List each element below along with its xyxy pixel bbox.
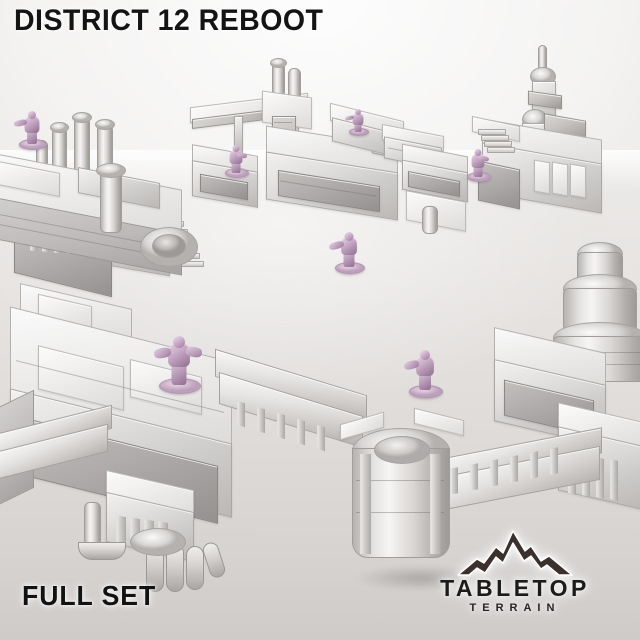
brand-tagline: TERRAIN (469, 602, 561, 614)
miniature-platform (153, 332, 203, 394)
brand-name: TABLETOP (440, 575, 590, 601)
mountain-peaks-icon (457, 530, 573, 576)
product-title: DISTRICT 12 REBOOT (14, 4, 324, 37)
brand-logo: TABLETOP TERRAIN (440, 523, 590, 614)
structure-main-complex-foreground (0, 283, 340, 592)
structure-control-tower-center (250, 58, 440, 221)
structure-comms-tower-right (472, 45, 640, 225)
miniature-upper-right (466, 148, 491, 182)
miniature-center (328, 230, 368, 277)
miniature-mid-left (224, 144, 249, 178)
miniature-upper-mid (344, 108, 369, 136)
miniature-lower-right (402, 348, 448, 402)
structure-cylinder-bunker (330, 407, 510, 596)
variant-label: FULL SET (22, 580, 157, 611)
miniature-far-left (13, 108, 47, 150)
structure-right-mid-boxes (400, 140, 520, 240)
structure-barrier-wall-far-left (0, 404, 130, 490)
structure-stair-platform-left (0, 152, 240, 295)
